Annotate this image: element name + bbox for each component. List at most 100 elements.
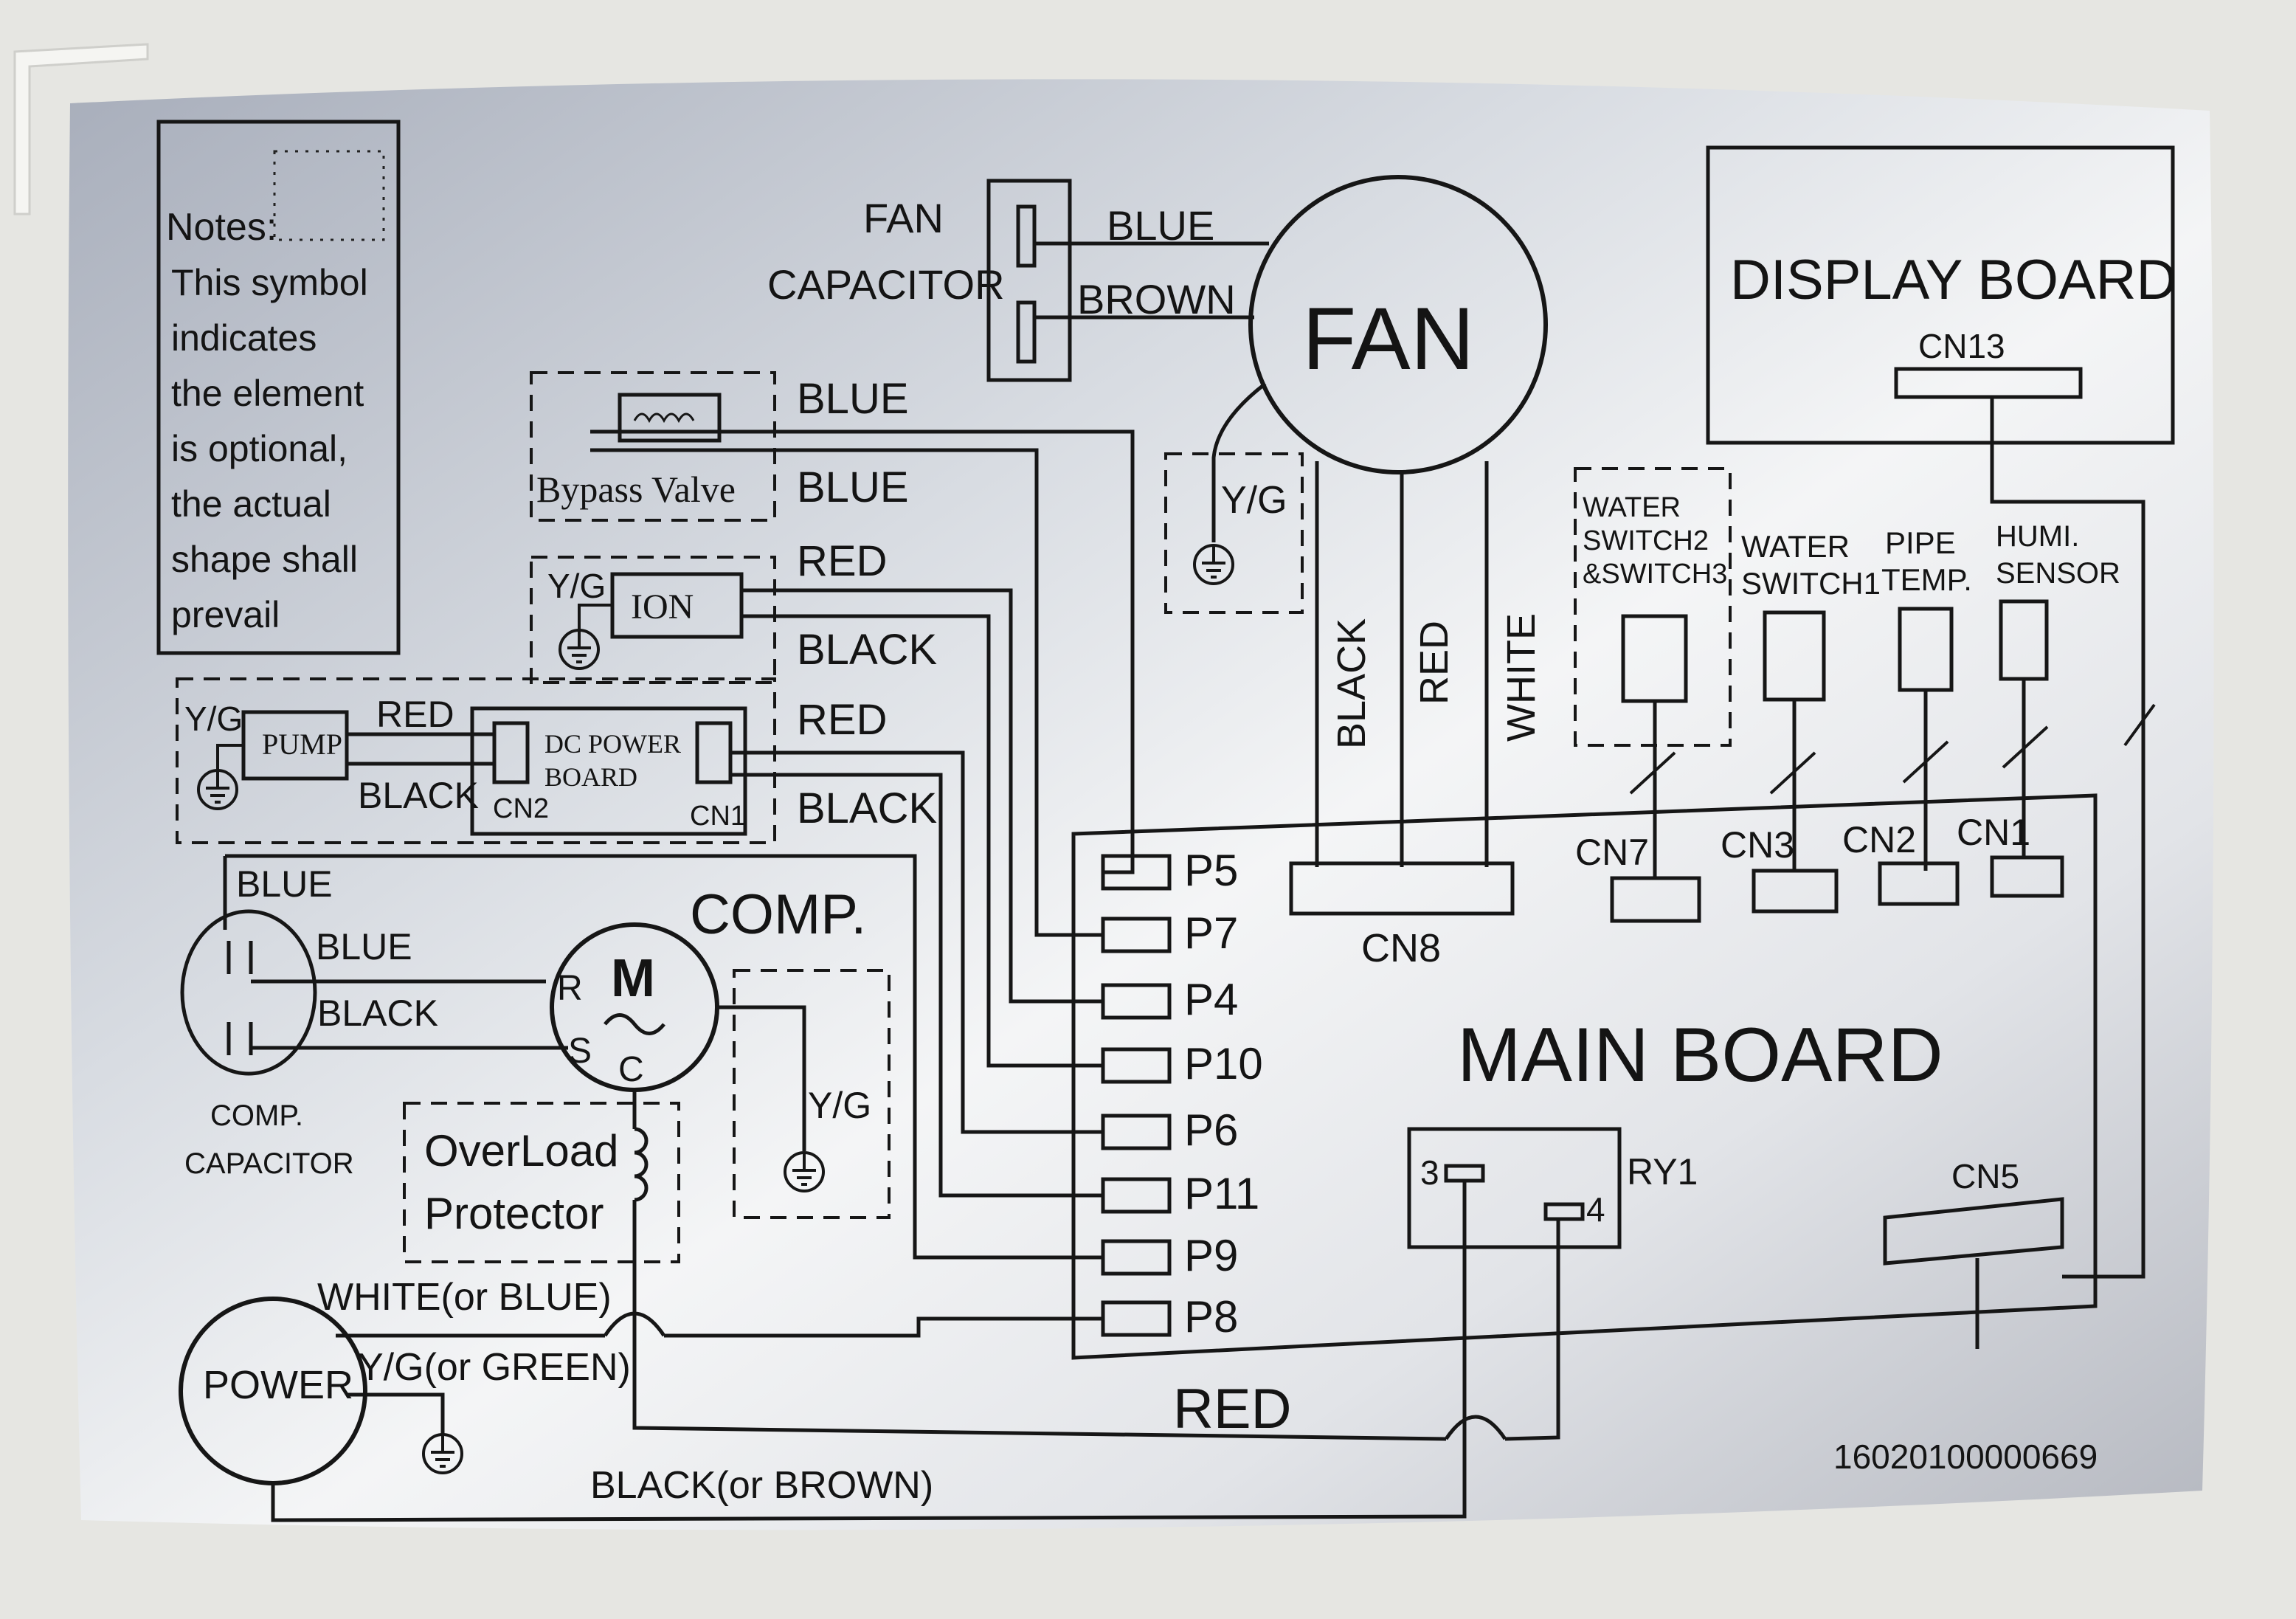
ion-ground-label: Y/G: [547, 567, 606, 605]
cn2-label: CN2: [1842, 819, 1916, 860]
relay-label: RY1: [1627, 1151, 1698, 1192]
label-sticker: [68, 79, 2214, 1530]
notes-line: indicates: [171, 317, 317, 359]
comp-label: COMP.: [690, 883, 866, 946]
sensor-label: HUMI.: [1996, 520, 2079, 553]
bypass-valve-coil: [618, 393, 722, 443]
power-wire-red: RED: [1173, 1378, 1291, 1440]
cn3-connector: [1752, 869, 1839, 914]
fan-label: FAN: [1302, 289, 1474, 388]
cn1-label: CN1: [1957, 812, 2030, 853]
pump-label: PUMP: [262, 728, 342, 761]
comp-ground-label: Y/G: [808, 1085, 871, 1126]
relay-pin-3: 3: [1420, 1153, 1439, 1192]
dc-cn1-label: CN1: [690, 801, 746, 832]
comp-capacitor-label: CAPACITOR: [184, 1147, 354, 1180]
fan-ground-label: Y/G: [1221, 479, 1287, 522]
sensor-label: SENSOR: [1996, 557, 2120, 590]
comp-motor-label: M: [611, 949, 655, 1008]
comp-pin-r: R: [557, 969, 583, 1008]
dc-board-label: BOARD: [544, 762, 637, 792]
overload-label: OverLoad: [424, 1126, 619, 1176]
notes-line: is optional,: [171, 428, 347, 469]
fan-out-white: WHITE: [1499, 613, 1543, 742]
notes-line: the actual: [171, 483, 331, 525]
bypass-valve-label: Bypass Valve: [536, 469, 736, 510]
display-board: DISPLAY BOARD CN13: [1706, 145, 2176, 445]
fan-wire-blue-label: BLUE: [1107, 202, 1214, 249]
relay-contact: [1543, 1202, 1585, 1221]
port-label: P5: [1184, 846, 1238, 895]
sensor-label: SWITCH2: [1583, 525, 1709, 556]
power-wire-black: BLACK(or BROWN): [590, 1464, 933, 1507]
power-wire-white: WHITE(or BLUE): [317, 1276, 612, 1319]
cn3-label: CN3: [1721, 824, 1794, 866]
overload-optional: [403, 1102, 680, 1263]
power-label: POWER: [203, 1363, 353, 1407]
ion-label: ION: [631, 587, 694, 626]
dc-cn2-label: CN2: [493, 793, 549, 824]
sensor-label: PIPE: [1885, 525, 1956, 560]
notes-line: prevail: [171, 594, 280, 635]
fan-capacitor: FAN CAPACITOR: [767, 179, 1072, 382]
dc-out-black: BLACK: [797, 784, 938, 832]
fan-capacitor-label: FAN: [863, 195, 944, 241]
notes-heading: Notes:: [166, 206, 277, 249]
pump-wire-black: BLACK: [358, 775, 479, 816]
main-board: [1071, 793, 2098, 1360]
cn8-label: CN8: [1361, 926, 1441, 970]
notes-line: the element: [171, 373, 364, 414]
power-wire-yg: Y/G(or GREEN): [358, 1346, 631, 1389]
fan-out-red: RED: [1412, 621, 1456, 705]
comp-pin-c: C: [618, 1050, 644, 1089]
fan-out-black: BLACK: [1329, 618, 1374, 749]
corner-bracket: [13, 43, 149, 215]
relay-pin-4: 4: [1586, 1190, 1605, 1229]
overload-label: Protector: [424, 1189, 604, 1238]
notes-box: Notes: This symbol indicates the element…: [156, 120, 401, 655]
port-label: P11: [1184, 1169, 1259, 1218]
port-label: P10: [1184, 1039, 1263, 1088]
bypass-wire-label: BLUE: [797, 375, 909, 423]
main-board-title: MAIN BOARD: [1457, 1012, 1943, 1098]
fan-ground-optional: [1164, 452, 1304, 614]
overload-coil: [634, 1127, 649, 1202]
relay-ry1: [1407, 1127, 1622, 1249]
sensor-label: TEMP.: [1881, 562, 1972, 597]
water-switch23-optional: [1574, 467, 1732, 747]
sensor-label: &SWITCH3: [1583, 559, 1727, 590]
display-board-cn13: CN13: [1918, 327, 2005, 365]
cn1-connector: [1990, 855, 2064, 898]
bypass-wire-label: BLUE: [797, 463, 909, 511]
comp-wire-blue: BLUE: [316, 926, 412, 967]
port-label: P7: [1184, 908, 1238, 958]
optional-symbol: [273, 150, 385, 241]
cn7-connector: [1610, 876, 1701, 923]
display-board-title: DISPLAY BOARD: [1730, 249, 2176, 311]
port-label: P8: [1184, 1292, 1238, 1342]
dc-out-red: RED: [797, 696, 887, 744]
comp-pin-s: S: [568, 1032, 592, 1071]
comp-wire-blue-top: BLUE: [236, 863, 333, 905]
fan-motor: FAN: [1248, 175, 1548, 474]
comp-ground-optional: [733, 969, 891, 1219]
sensor-label: SWITCH1: [1741, 566, 1881, 601]
pump-ground-label: Y/G: [184, 700, 243, 738]
cn8-connector: [1289, 861, 1515, 916]
part-number: 16020100000669: [1833, 1437, 2098, 1476]
dc-power-board: [470, 706, 747, 836]
fan-wire-brown-label: BROWN: [1077, 276, 1236, 322]
port-label: P6: [1184, 1105, 1238, 1155]
comp-capacitor: [180, 909, 317, 1076]
notes-line: This symbol: [171, 262, 368, 303]
main-board-ports: P5 P7 P4 P10 P6 P11 P9 P8: [1101, 846, 1263, 1342]
bypass-valve-optional: [530, 371, 776, 522]
port-label: P9: [1184, 1231, 1238, 1280]
comp-capacitor-label: COMP.: [210, 1100, 303, 1132]
dc-cn2: [492, 721, 530, 784]
sensor-label: WATER: [1583, 492, 1681, 523]
notes-line: shape shall: [171, 539, 358, 580]
cn5-connector: [1883, 1197, 2064, 1266]
sensor-label: WATER: [1741, 529, 1850, 564]
